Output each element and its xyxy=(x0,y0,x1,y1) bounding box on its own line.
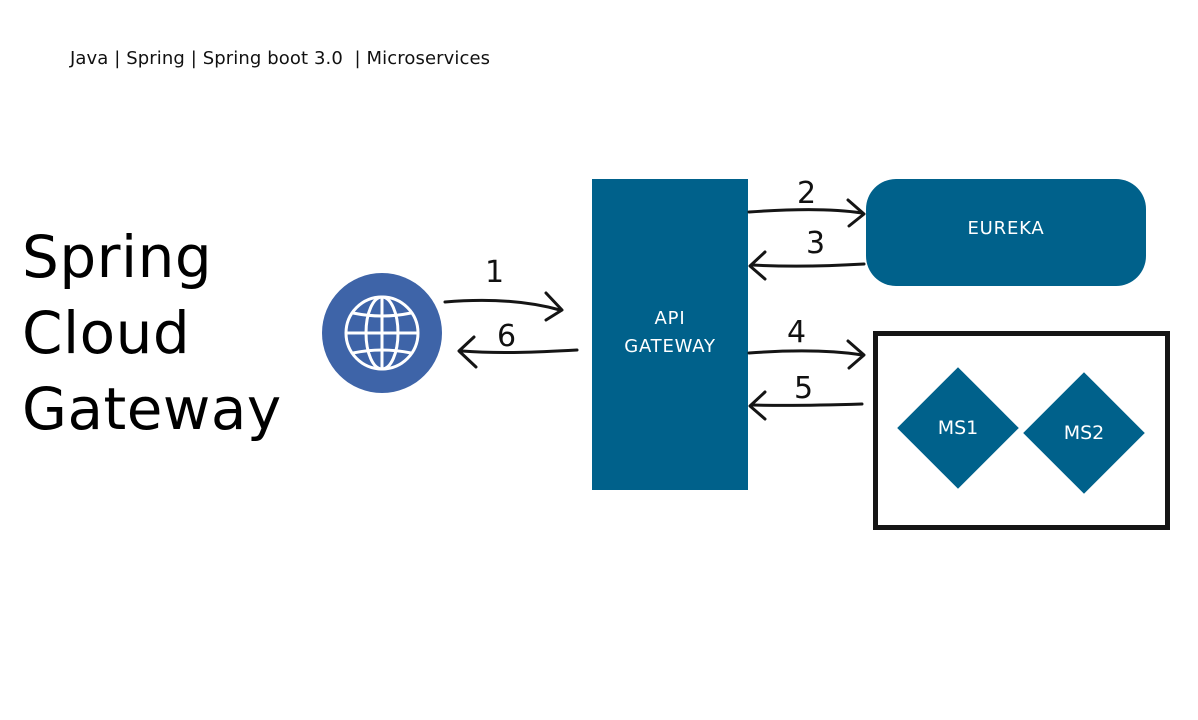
arrow-step-3 xyxy=(750,262,866,268)
api-gateway-label: API GATEWAY xyxy=(592,305,748,361)
step-number-5: 5 xyxy=(794,371,814,406)
step-number-1: 1 xyxy=(485,255,505,290)
step-number-4: 4 xyxy=(787,315,807,350)
arrow-step-4 xyxy=(747,349,864,357)
header-tagline: Java | Spring | Spring boot 3.0 | Micros… xyxy=(70,48,491,69)
arrow-step-6 xyxy=(460,348,579,355)
title-line-gateway: Gateway xyxy=(22,375,282,443)
title-line-cloud: Cloud xyxy=(22,299,191,367)
arrow-step-2 xyxy=(747,208,864,215)
api-gateway-label-line2: GATEWAY xyxy=(624,336,716,357)
api-gateway-label-line1: API xyxy=(654,308,686,329)
arrow-step-2-head xyxy=(846,198,866,228)
globe-icon xyxy=(344,295,420,371)
eureka-label: EUREKA xyxy=(967,218,1045,239)
title-line-spring: Spring xyxy=(22,223,213,291)
arrow-step-4-head xyxy=(846,339,866,370)
arrow-step-1-head xyxy=(544,291,564,322)
step-number-3: 3 xyxy=(806,226,826,261)
step-number-6: 6 xyxy=(497,319,517,354)
arrow-step-5-head xyxy=(748,390,767,421)
arrow-step-3-head xyxy=(748,250,767,281)
arrow-step-5 xyxy=(750,402,864,407)
arrow-step-1 xyxy=(443,298,562,312)
ms2-label: MS2 xyxy=(1063,422,1105,444)
arrow-step-6-head xyxy=(457,335,478,369)
ms1-label: MS1 xyxy=(937,417,979,439)
eureka-box xyxy=(866,179,1146,286)
step-number-2: 2 xyxy=(797,176,817,211)
client-globe xyxy=(322,273,442,393)
api-gateway-box xyxy=(592,179,748,490)
